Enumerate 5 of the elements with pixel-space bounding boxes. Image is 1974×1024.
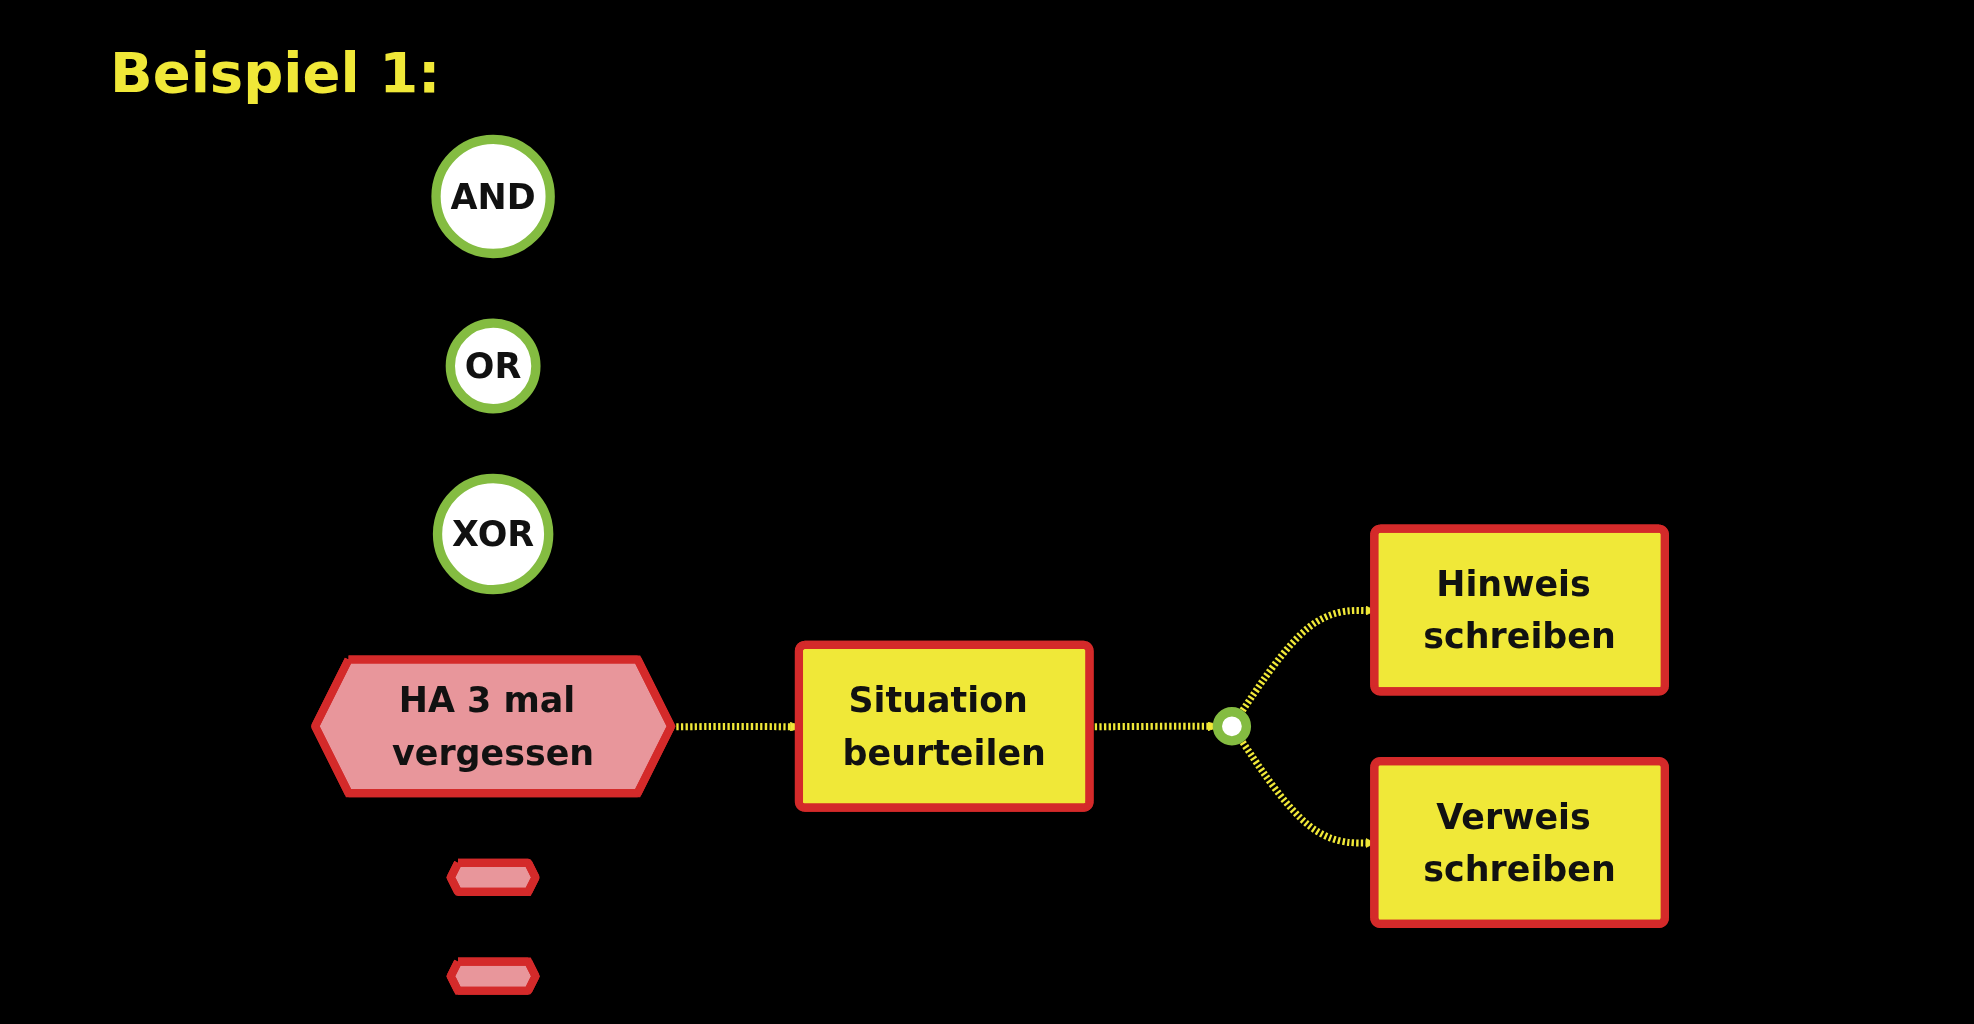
node-circle: AND (431, 134, 555, 259)
node-circle: XOR (432, 473, 554, 595)
node-circle (1212, 707, 1252, 746)
diagram-title: Beispiel 1: (110, 40, 441, 105)
node-circle: OR (445, 318, 541, 414)
